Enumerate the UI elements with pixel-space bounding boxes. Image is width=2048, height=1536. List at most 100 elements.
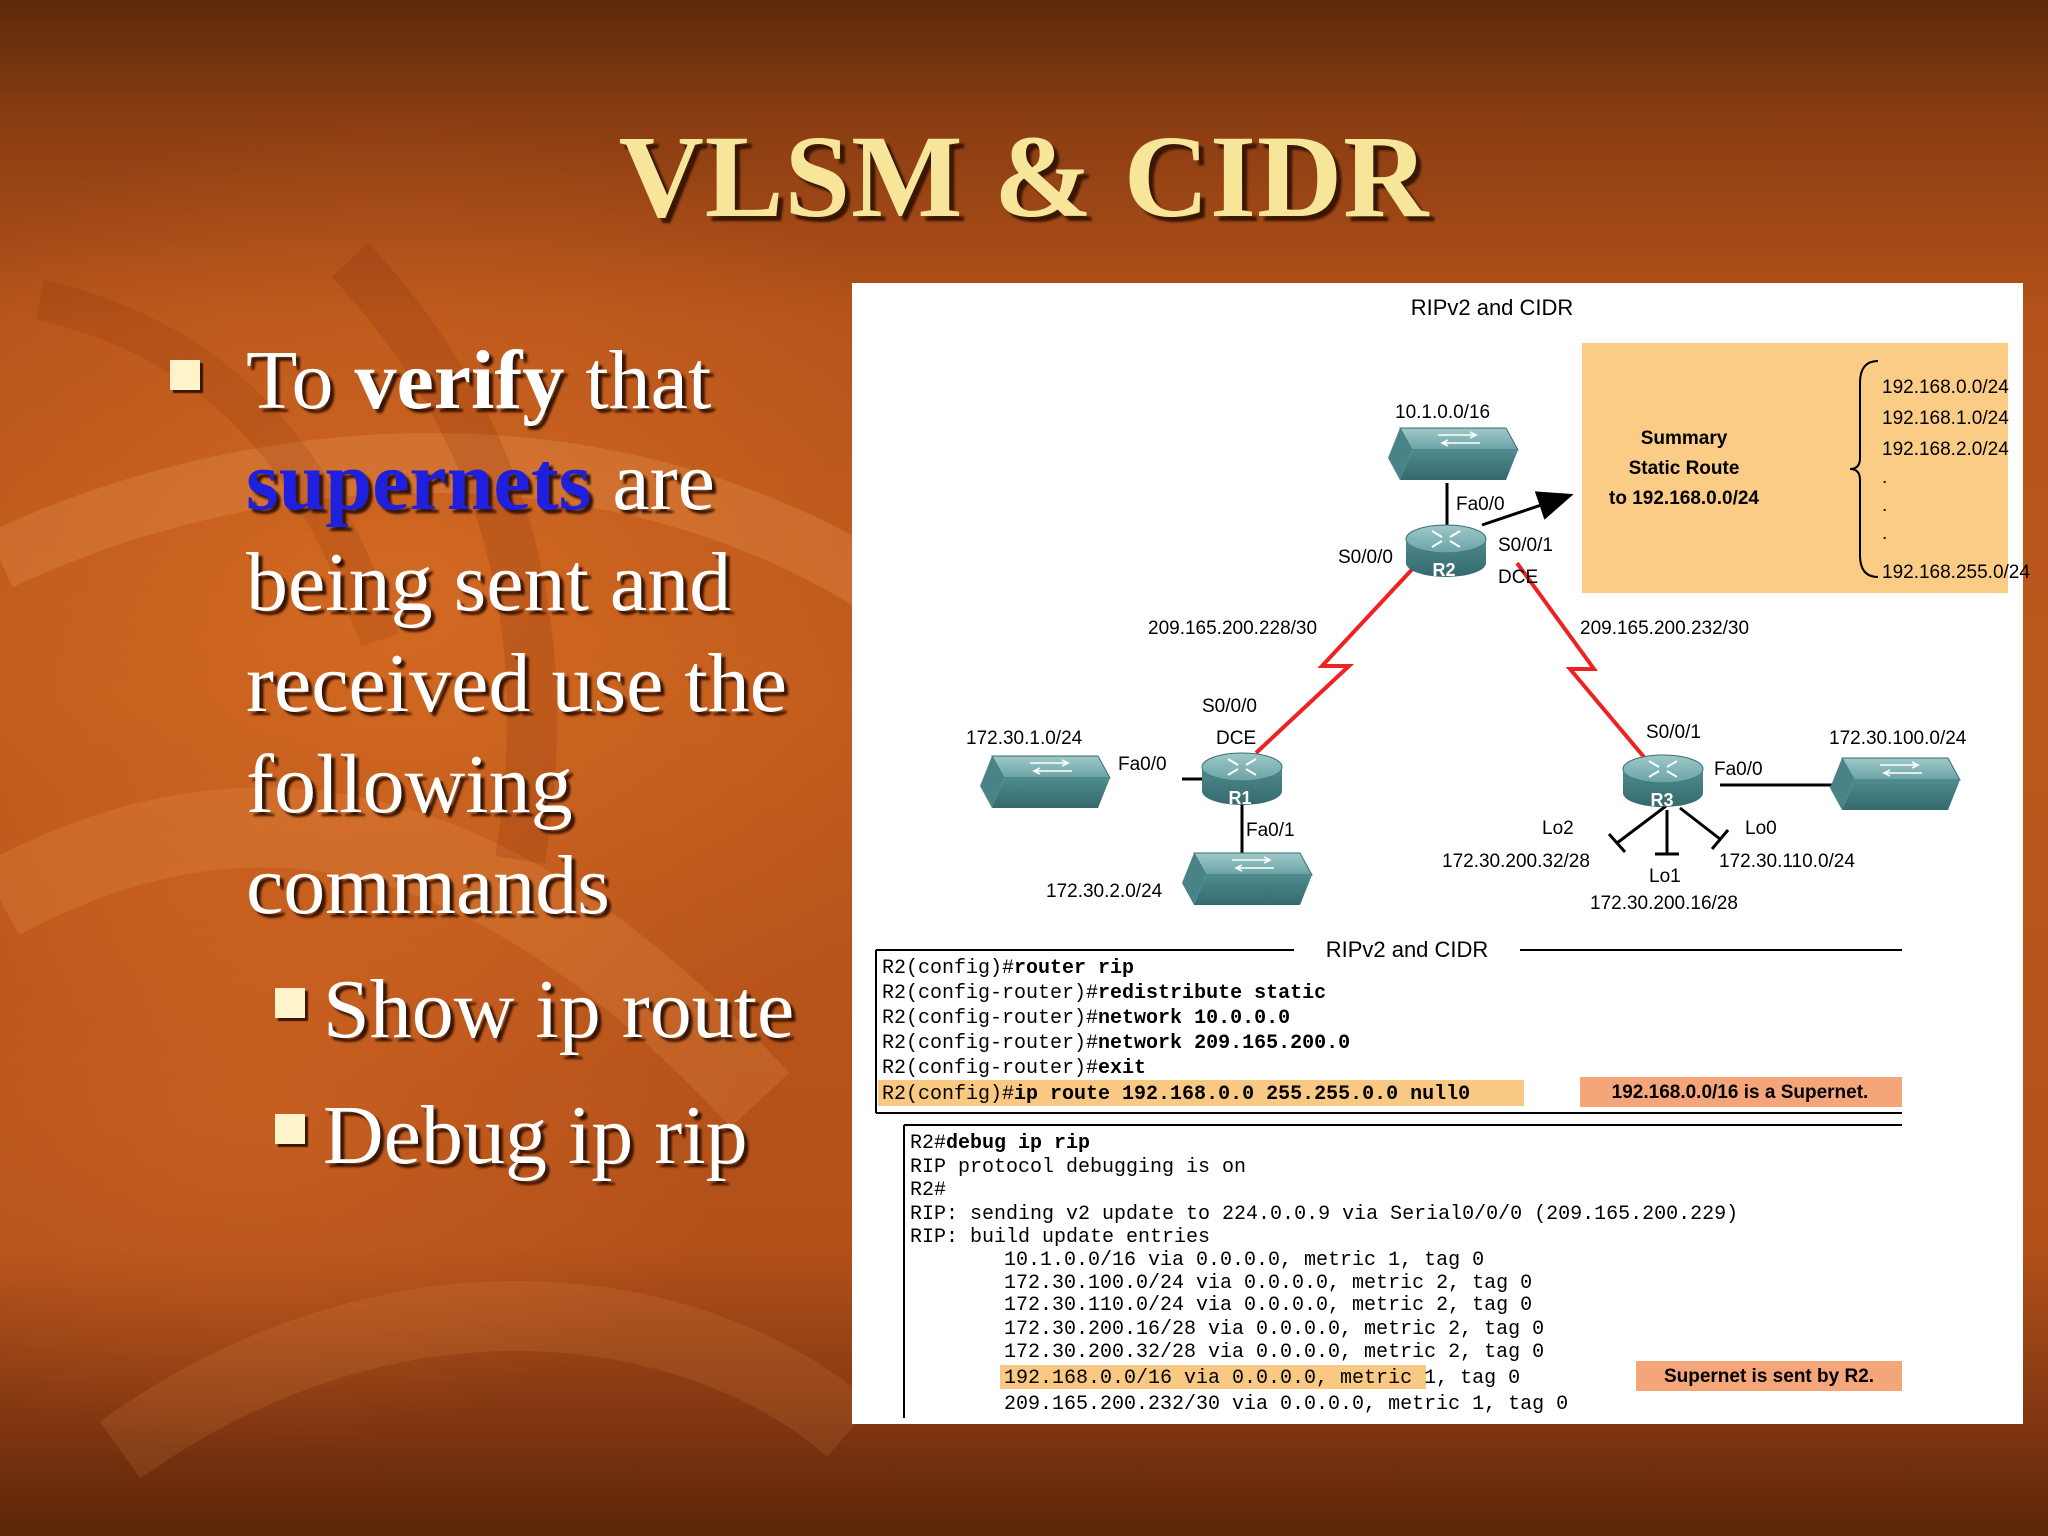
summary-line-1: Summary (1641, 428, 1728, 449)
config-highlight (878, 1080, 1524, 1106)
bullet-text-5: are (591, 435, 715, 528)
ripv2-cidr-figure: RIPv2 and CIDR Summary Static Route to 1… (852, 283, 2030, 1424)
bullet-text-1: To (246, 334, 355, 427)
bullet-text-supernets: supernets (246, 435, 592, 528)
debug-note: Supernet is sent by R2. (1664, 1366, 1874, 1387)
config-note: 192.168.0.0/16 is a Supernet. (1612, 1082, 1869, 1103)
summary-list-item: 192.168.1.0/24 (1882, 408, 2009, 429)
router-r2-label: R2 (1432, 560, 1455, 580)
intf-label: Fa0/0 (1456, 494, 1505, 515)
slide-title: VLSM & CIDR (618, 111, 1430, 242)
config-cmd: redistribute static (1098, 982, 1326, 1005)
net-label: 172.30.200.16/28 (1590, 893, 1738, 914)
config-prompt: R2(config)# (882, 957, 1014, 980)
config-cmd: router rip (1014, 957, 1134, 980)
debug-line: RIP: build update entries (910, 1226, 1210, 1249)
sub-bullet-square-icon (275, 1114, 305, 1144)
router-r3-label: R3 (1650, 790, 1673, 810)
config-cmd: ip route 192.168.0.0 255.255.0.0 null0 (1014, 1083, 1470, 1106)
dce-label: DCE (1498, 567, 1538, 588)
debug-line: 10.1.0.0/16 via 0.0.0.0, metric 1, tag 0 (1004, 1249, 1484, 1272)
config-prompt: R2(config-router)# (882, 1057, 1098, 1080)
arrow-icon (1481, 491, 1574, 527)
net-label: 172.30.2.0/24 (1046, 881, 1163, 902)
sub-bullet-square-icon (275, 988, 305, 1018)
intf-label: S0/0/0 (1202, 696, 1257, 717)
summary-list-item: 192.168.0.0/24 (1882, 377, 2009, 398)
intf-label: S0/0/0 (1338, 547, 1393, 568)
summary-list-item: . (1882, 523, 1887, 544)
summary-line-3: to 192.168.0.0/24 (1609, 488, 1759, 509)
config-cmd: exit (1098, 1057, 1146, 1080)
summary-list-item: 192.168.2.0/24 (1882, 439, 2009, 460)
serial-link-r1-r2 (1254, 561, 1420, 755)
switch-r1-lan2-icon (1181, 852, 1313, 906)
sub-item-label: Show ip route (323, 963, 795, 1056)
link-label: 209.165.200.232/30 (1580, 618, 1749, 639)
debug-line: 172.30.110.0/24 via 0.0.0.0, metric 2, t… (1004, 1294, 1532, 1317)
debug-line: RIP: sending v2 update to 224.0.0.9 via … (910, 1203, 1738, 1226)
net-label: 172.30.100.0/24 (1829, 728, 1967, 749)
summary-list-item: . (1882, 467, 1887, 488)
config-prompt: R2(config-router)# (882, 1032, 1098, 1055)
net-label: 172.30.1.0/24 (966, 728, 1083, 749)
debug-line: 172.30.200.32/28 via 0.0.0.0, metric 2, … (1004, 1341, 1544, 1364)
switch-r3-lan-icon (1829, 757, 1961, 811)
debug-line: R2#debug ip rip (910, 1132, 1090, 1155)
switch-r1-lan1-icon (979, 755, 1111, 809)
bullet-text: To verify that supernets are being sent … (246, 330, 866, 936)
config-header: RIPv2 and CIDR (1326, 937, 1489, 962)
config-prompt: R2(config)# (882, 1083, 1014, 1106)
net-label: 172.30.110.0/24 (1719, 851, 1855, 872)
summary-list-item: 192.168.255.0/24 (1882, 562, 2030, 583)
summary-line-2: Static Route (1629, 458, 1740, 479)
net-label: 10.1.0.0/16 (1395, 402, 1490, 423)
debug-cmd: debug ip rip (946, 1132, 1090, 1155)
loopback-label: Lo1 (1649, 866, 1681, 887)
summary-list-item: . (1882, 495, 1887, 516)
figure-title: RIPv2 and CIDR (1411, 295, 1574, 320)
bullet-line-3: being sent and (246, 536, 732, 629)
debug-note-box (1636, 1361, 1902, 1391)
bullet-square-icon (170, 360, 200, 390)
bullet-text-verify: verify (354, 334, 565, 427)
summary-box (1582, 343, 2008, 593)
bullet-line-5: following (246, 738, 573, 831)
loopback-label: Lo2 (1542, 818, 1574, 839)
sub-item-label: Debug ip rip (323, 1089, 748, 1182)
debug-line: 172.30.200.16/28 via 0.0.0.0, metric 2, … (1004, 1318, 1544, 1341)
config-line: R2(config-router)#network 209.165.200.0 (882, 1032, 1350, 1055)
debug-line: 172.30.100.0/24 via 0.0.0.0, metric 2, t… (1004, 1272, 1532, 1295)
summary-brace (1849, 360, 1879, 578)
dce-label: DCE (1216, 728, 1256, 749)
debug-prompt: R2# (910, 1132, 946, 1155)
intf-label: Fa0/1 (1246, 820, 1295, 841)
summary-list: 192.168.0.0/24 192.168.1.0/24 192.168.2.… (1882, 377, 2030, 583)
debug-line: 209.165.200.232/30 via 0.0.0.0, metric 1… (1004, 1393, 1568, 1416)
intf-label: Fa0/0 (1714, 759, 1763, 780)
debug-line: 192.168.0.0/16 via 0.0.0.0, metric 1, ta… (1004, 1367, 1520, 1390)
config-line: R2(config-router)#exit (882, 1057, 1146, 1080)
bullet-text-3: that (564, 334, 712, 427)
debug-line: R2# (910, 1179, 946, 1202)
intf-label: S0/0/1 (1646, 722, 1701, 743)
config-line: R2(config)#router rip (882, 957, 1134, 980)
net-label: 172.30.200.32/28 (1442, 851, 1590, 872)
config-line: R2(config-router)#network 10.0.0.0 (882, 1007, 1290, 1030)
config-cmd: network 10.0.0.0 (1098, 1007, 1290, 1030)
topology-svg: RIPv2 and CIDR Summary Static Route to 1… (875, 295, 2030, 1418)
router-r1-label: R1 (1228, 788, 1251, 808)
debug-line: RIP protocol debugging is on (910, 1156, 1246, 1179)
intf-label: Fa0/0 (1118, 754, 1167, 775)
config-line: R2(config-router)#redistribute static (882, 982, 1326, 1005)
link-label: 209.165.200.228/30 (1148, 618, 1317, 639)
switch-r2-lan-icon (1387, 427, 1519, 481)
intf-label: S0/0/1 (1498, 535, 1553, 556)
config-cmd: network 209.165.200.0 (1098, 1032, 1350, 1055)
loopback-lines (1607, 804, 1730, 856)
config-prompt: R2(config-router)# (882, 982, 1098, 1005)
config-note-box (1580, 1077, 1902, 1107)
config-line: R2(config)#ip route 192.168.0.0 255.255.… (882, 1083, 1470, 1106)
bullet-line-4: received use the (246, 637, 788, 730)
serial-link-r2-r3 (1515, 561, 1651, 765)
